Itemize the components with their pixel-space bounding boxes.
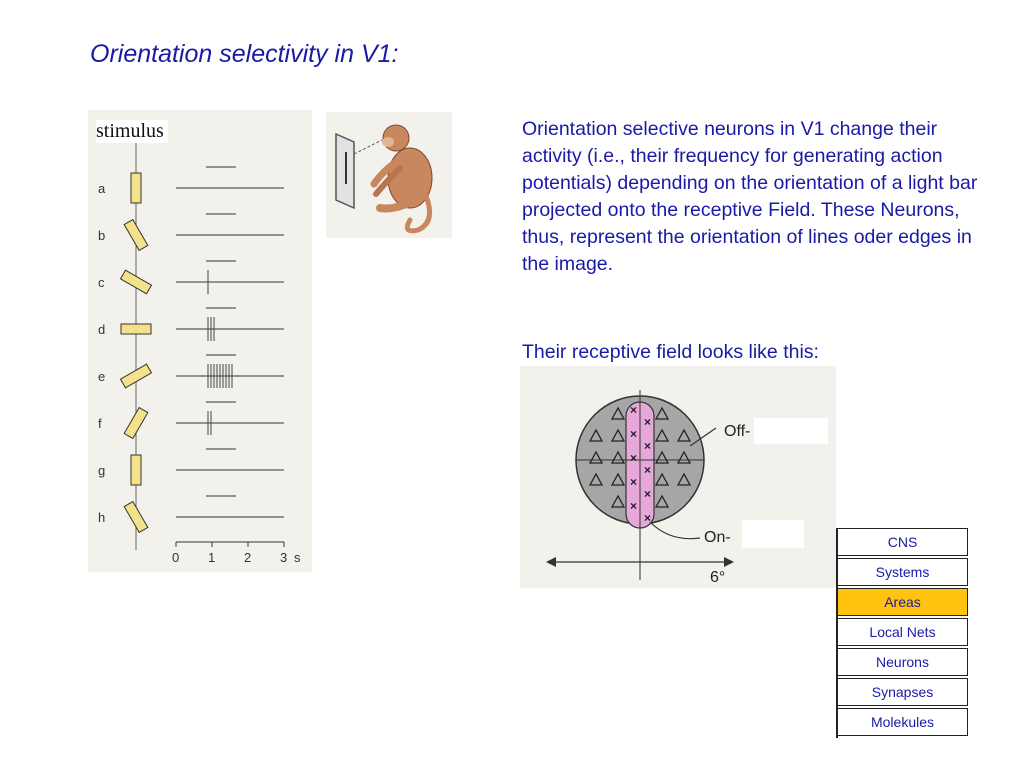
nav-item-synapses[interactable]: Synapses [838,678,968,706]
off-triangle [654,472,670,486]
description-text: Orientation selective neurons in V1 chan… [522,118,978,275]
off-triangle [676,450,692,464]
on-cross: × [644,439,651,453]
row-letter: a [98,181,106,196]
receptive-field-figure: × × × × × × × × × × Off- On- 6° [520,366,836,588]
time-tick-label: 3 [280,550,287,565]
stimulus-bar [123,500,149,534]
off-triangle [654,406,670,420]
off-triangle [610,406,626,420]
row-letter: f [98,416,102,431]
on-cross: × [630,403,637,417]
time-axis-unit: s [294,550,301,565]
off-triangle [588,450,604,464]
page-title: Orientation selectivity in V1: [90,40,399,68]
on-cross: × [630,475,637,489]
receptive-field-caption: Their receptive field looks like this: [522,341,819,363]
nav-item-neurons[interactable]: Neurons [838,648,968,676]
stimulus-bar [119,269,153,295]
monkey-viewing-screen-illustration [335,124,433,234]
row-letter: g [98,463,105,478]
time-tick-label: 2 [244,550,251,565]
off-triangle [610,450,626,464]
stimulus-bar [123,218,149,252]
rf-on-label: On- [704,529,731,546]
on-cross: × [644,511,651,525]
stimulus-bar [120,323,152,335]
off-triangle [676,472,692,486]
off-triangle [588,428,604,442]
off-triangle [610,494,626,508]
stimulus-bar [123,406,149,440]
off-triangle [610,472,626,486]
off-triangle [610,428,626,442]
off-triangle [654,450,670,464]
time-tick-label: 0 [172,550,179,565]
off-triangle [654,494,670,508]
stimulus-bar [130,454,142,486]
row-letter: c [98,275,105,290]
on-cross: × [644,487,651,501]
row-letter: d [98,322,105,337]
on-cross: × [644,463,651,477]
off-triangle [676,428,692,442]
rf-width-label: 6° [710,569,725,586]
stimulus-label: stimulus [96,120,168,143]
on-cross: × [630,427,637,441]
nav-item-cns[interactable]: CNS [838,528,968,556]
nav-item-molekules[interactable]: Molekules [838,708,968,736]
rf-off-label: Off- [724,423,750,440]
stimulus-bar [119,363,153,389]
stimulus-bar [130,172,142,204]
receptive-field-diagram: × × × × × × × × × × Off- On- 6° [546,390,828,586]
on-cross: × [630,499,637,513]
time-tick-label: 1 [208,550,215,565]
monkey-figure [326,112,452,238]
on-cross: × [630,451,637,465]
on-cross: × [644,415,651,429]
row-letter: h [98,510,105,525]
row-letter: b [98,228,105,243]
row-letter: e [98,369,105,384]
off-triangle [588,472,604,486]
topic-navigation: CNS Systems Areas Local Nets Neurons Syn… [836,528,968,738]
nav-item-areas[interactable]: Areas [838,588,968,616]
off-triangle [654,428,670,442]
nav-item-systems[interactable]: Systems [838,558,968,586]
nav-item-local-nets[interactable]: Local Nets [838,618,968,646]
